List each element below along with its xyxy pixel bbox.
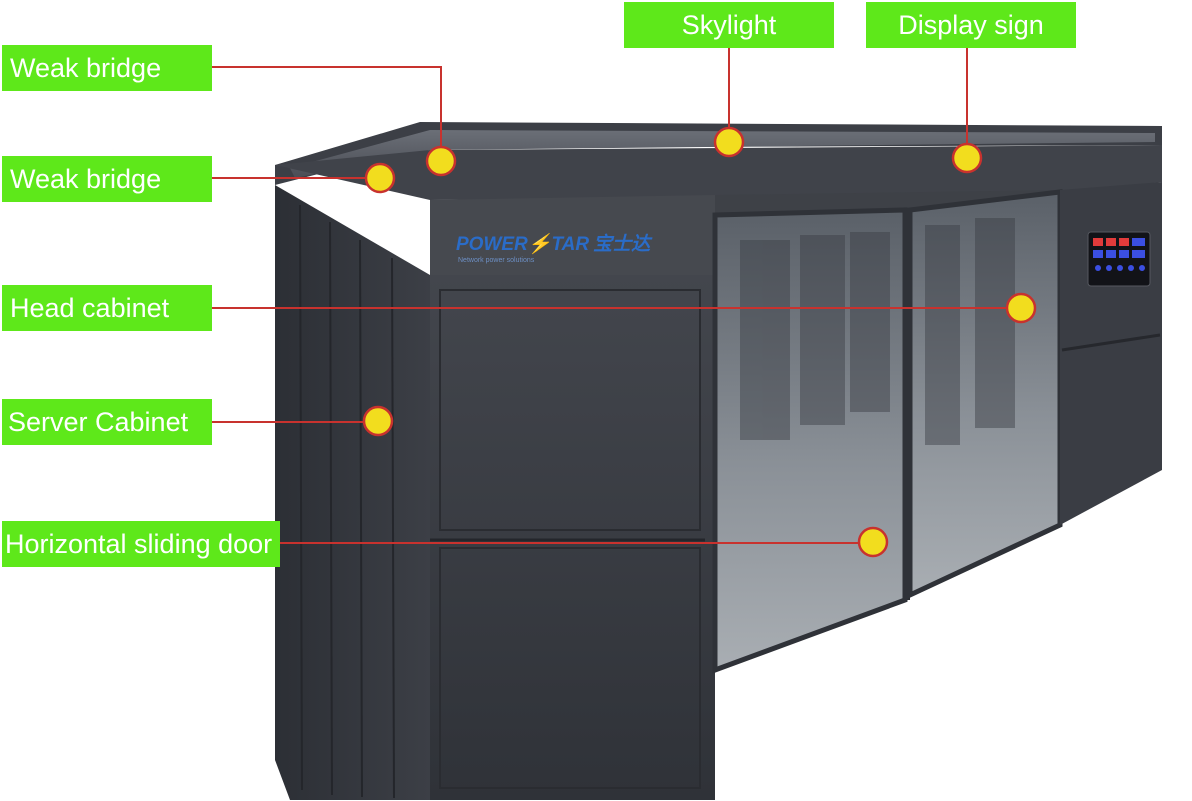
- marker-server-cabinet: [362, 405, 394, 437]
- marker-skylight: [713, 126, 745, 158]
- callout-weak-bridge-top: Weak bridge: [2, 45, 212, 91]
- sliding-door-glass-right: [910, 192, 1060, 595]
- marker-head-cabinet: [1005, 292, 1037, 324]
- markers: [362, 126, 1037, 558]
- callout-skylight: Skylight: [624, 2, 834, 48]
- callout-display-sign: Display sign: [866, 2, 1076, 48]
- leader-lines: [212, 48, 1020, 544]
- marker-weak-bridge-top: [425, 145, 457, 177]
- marker-weak-bridge-left: [364, 162, 396, 194]
- callout-server-cabinet: Server Cabinet: [2, 399, 212, 445]
- callout-horizontal-sliding-door: Horizontal sliding door: [2, 521, 280, 567]
- front-header-face: [430, 195, 715, 275]
- interior-racks: [740, 218, 1015, 445]
- callout-head-cabinet: Head cabinet: [2, 285, 212, 331]
- sliding-door-glass-left: [715, 210, 905, 670]
- head-cabinet-front: [430, 275, 715, 800]
- leader-weak-bridge-top: [212, 66, 442, 160]
- skylight-roof: [290, 130, 1155, 178]
- server-cabinet-side: [275, 185, 440, 800]
- brand-tagline: Network power solutions: [458, 257, 535, 264]
- marker-sliding-door: [857, 526, 889, 558]
- front-header-band: [275, 145, 1162, 200]
- callout-weak-bridge-left: Weak bridge: [2, 156, 212, 202]
- marker-display-sign: [951, 142, 983, 174]
